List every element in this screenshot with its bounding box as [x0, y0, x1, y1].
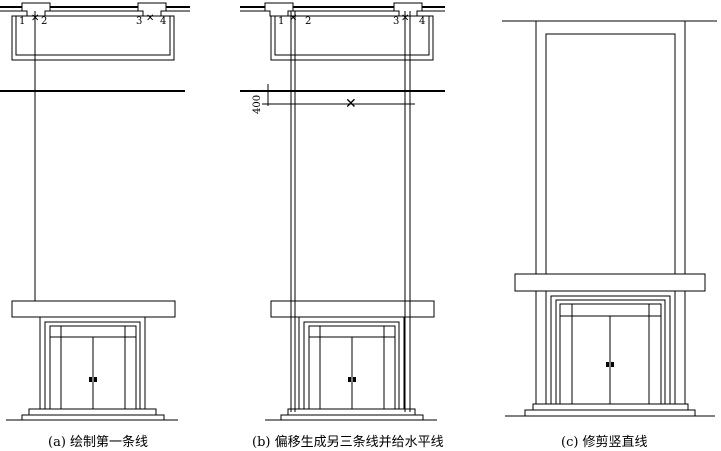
- panel-a: 1 2 3 4 ✕ ✕ (a) 绘制第一条线: [0, 2, 190, 450]
- marker-1: 1: [19, 16, 25, 27]
- marker-3: 3: [393, 16, 399, 27]
- marker-2: 2: [305, 16, 311, 27]
- marker-1: 1: [278, 16, 284, 27]
- door-handle: [353, 377, 356, 382]
- door-handle: [89, 377, 92, 382]
- marker-4: 4: [419, 16, 425, 27]
- door-handle: [94, 377, 97, 382]
- caption-c: (c) 修剪竖直线: [561, 434, 648, 450]
- cross-mark: ✕: [345, 96, 357, 112]
- upper-frame-inner: [15, 15, 171, 56]
- step-lower: [524, 409, 696, 417]
- marker-2: 2: [41, 16, 47, 27]
- step-lower: [280, 414, 424, 421]
- step-lower: [21, 414, 165, 421]
- snap-mark: ✕: [146, 13, 154, 24]
- caption-a: (a) 绘制第一条线: [48, 434, 148, 450]
- panel-b: 1 2 3 4 ✕ ✕ ✕ 400 (b) 偏移生成另三: [240, 2, 445, 450]
- door-handle: [606, 362, 609, 367]
- canopy-slab: [11, 300, 176, 318]
- step-upper: [287, 408, 416, 416]
- step-upper: [28, 408, 157, 416]
- door-handle: [611, 362, 614, 367]
- door-handle: [348, 377, 351, 382]
- snap-mark: ✕: [289, 13, 297, 24]
- dimension-label: 400: [252, 95, 263, 114]
- caption-b: (b) 偏移生成另三条线并给水平线: [252, 434, 444, 450]
- marker-4: 4: [160, 16, 166, 27]
- tall-panel: [545, 33, 676, 275]
- canopy-slab: [514, 273, 706, 292]
- marker-3: 3: [136, 16, 142, 27]
- upper-frame-inner: [274, 15, 430, 56]
- panel-c: (c) 修剪竖直线: [502, 20, 717, 450]
- step-upper: [532, 403, 689, 411]
